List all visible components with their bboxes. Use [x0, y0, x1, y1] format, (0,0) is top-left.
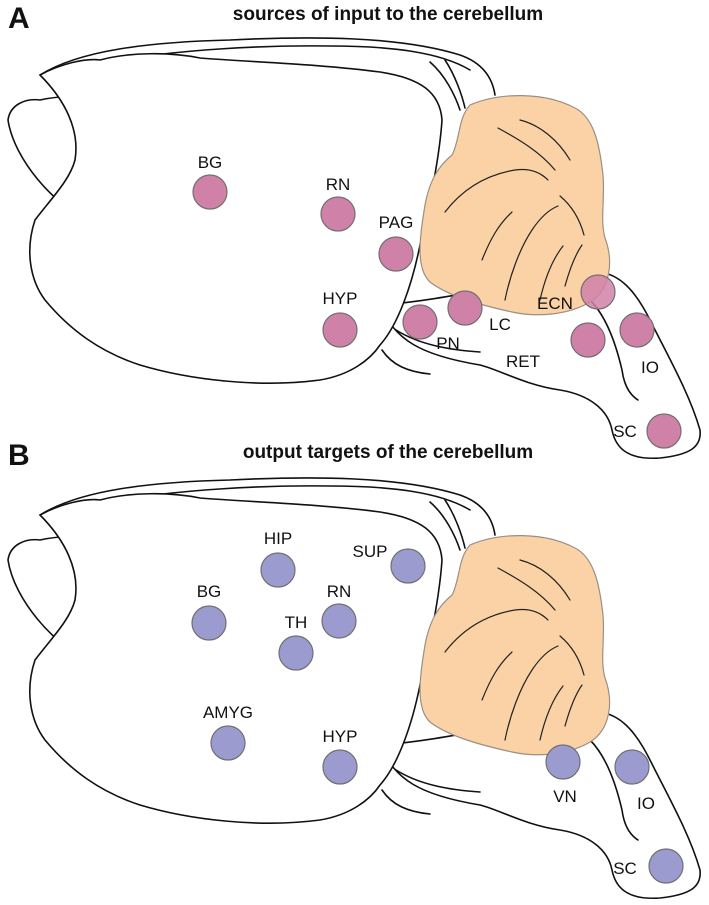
region-label-th: TH: [285, 613, 308, 632]
region-dot-io: [619, 312, 655, 348]
region-dot-rn: [321, 603, 357, 639]
region-label-amyg: AMYG: [203, 703, 253, 722]
region-pag-a: PAG: [378, 213, 414, 272]
panel-title-a: sources of input to the cerebellum: [233, 4, 543, 25]
panel-letter-a: A: [8, 2, 30, 35]
region-dot-amyg: [210, 725, 246, 761]
region-hip-b: HIP: [260, 529, 296, 588]
region-pn-a: PN: [402, 304, 460, 353]
region-dot-ecn: [580, 274, 616, 310]
region-dot-pn: [402, 304, 438, 340]
region-dot-pag: [378, 236, 414, 272]
region-rn-a: RN: [320, 175, 356, 232]
region-label-sc: SC: [613, 859, 637, 878]
region-label-ret: RET: [506, 352, 540, 371]
region-label-bg: BG: [197, 582, 222, 601]
region-amyg-b: AMYG: [203, 703, 253, 761]
region-dot-vn: [545, 744, 581, 780]
region-dot-hyp: [322, 312, 358, 348]
cerebellum-a: [419, 94, 611, 316]
region-th-b: TH: [278, 613, 314, 671]
region-bg-b: BG: [191, 582, 227, 641]
region-label-sup: SUP: [353, 542, 388, 561]
panel-letter-b: B: [8, 439, 30, 472]
region-label-hyp: HYP: [323, 727, 358, 746]
region-label-hip: HIP: [264, 529, 292, 548]
cerebellum-b: [419, 534, 611, 756]
panel-title-b: output targets of the cerebellum: [243, 442, 533, 463]
region-dot-hip: [260, 552, 296, 588]
region-label-sc: SC: [613, 422, 637, 441]
region-label-vn: VN: [553, 787, 577, 806]
region-rn-b: RN: [321, 582, 357, 639]
region-dot-rn: [320, 196, 356, 232]
region-sup-b: SUP: [353, 542, 426, 584]
region-io-a: IO: [619, 312, 659, 377]
panel-a: A sources of input to the cerebellum BG R…: [7, 2, 701, 460]
region-vn-b: VN: [545, 744, 581, 806]
panel-b: B output targets of the cerebellum HIP SU…: [7, 439, 701, 900]
region-label-bg: BG: [198, 153, 223, 172]
region-dot-bg: [191, 605, 227, 641]
region-hyp-b: HYP: [322, 727, 358, 785]
region-label-ecn: ECN: [537, 294, 573, 313]
region-dot-sc: [646, 413, 682, 449]
region-dot-sup: [390, 548, 426, 584]
region-ret-a: RET: [506, 322, 606, 371]
region-label-lc: LC: [489, 315, 511, 334]
region-dot-ret: [570, 322, 606, 358]
region-ecn-a: ECN: [537, 274, 616, 313]
region-label-io: IO: [637, 794, 655, 813]
region-label-rn: RN: [326, 175, 351, 194]
region-sc-b: SC: [613, 848, 684, 884]
region-lc-a: LC: [447, 290, 511, 334]
region-label-pn: PN: [436, 334, 460, 353]
region-dot-bg: [192, 174, 228, 210]
region-label-hyp: HYP: [323, 289, 358, 308]
region-sc-a: SC: [613, 413, 682, 449]
region-io-b: IO: [614, 749, 655, 813]
region-markers-b: HIP SUP BG RN TH AMYG HYP VN IO SC: [191, 529, 684, 884]
region-hyp-a: HYP: [322, 289, 358, 348]
region-bg-a: BG: [192, 153, 228, 210]
region-dot-io: [614, 749, 650, 785]
region-label-pag: PAG: [379, 213, 414, 232]
region-markers-a: BG RN PAG HYP PN LC ECN RET IO SC: [192, 153, 682, 449]
region-dot-lc: [447, 290, 483, 326]
region-label-rn: RN: [327, 582, 352, 601]
region-dot-hyp: [322, 749, 358, 785]
region-dot-sc: [648, 848, 684, 884]
region-dot-th: [278, 635, 314, 671]
region-label-io: IO: [641, 358, 659, 377]
